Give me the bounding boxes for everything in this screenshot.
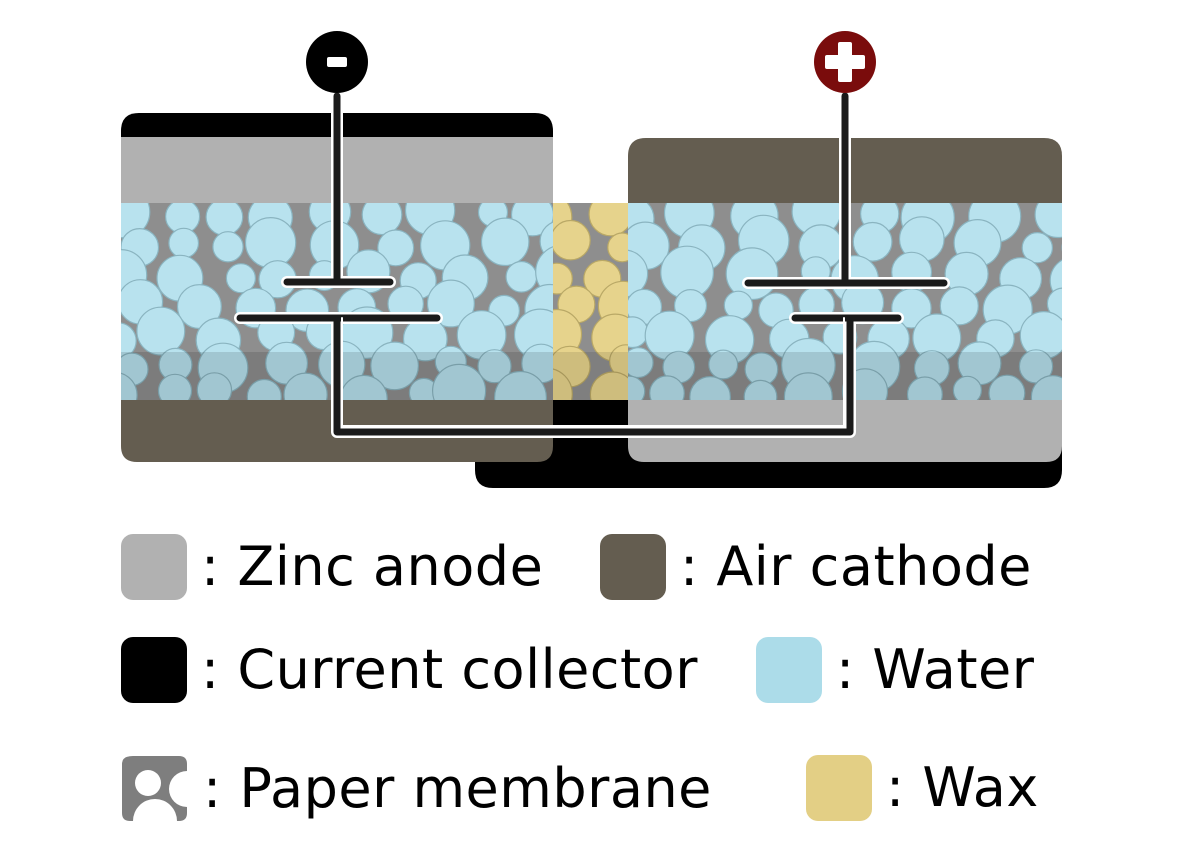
- water-droplet: [283, 372, 328, 400]
- wax-droplet: [553, 262, 573, 295]
- water-droplet: [1030, 375, 1062, 400]
- water-droplet: [939, 286, 979, 326]
- water-droplet: [689, 376, 731, 400]
- water-droplet: [432, 363, 487, 400]
- wax-droplet: [553, 368, 573, 400]
- water-droplet: [673, 289, 708, 323]
- water-droplet: [246, 378, 282, 400]
- water-droplet: [121, 372, 138, 400]
- plus-icon-vertical: [838, 42, 852, 82]
- water-droplet: [628, 347, 654, 379]
- water-droplet: [477, 349, 512, 384]
- water-droplet: [1046, 287, 1062, 320]
- water-droplet: [852, 221, 893, 262]
- water-droplet: [708, 349, 739, 380]
- water-droplet: [377, 229, 415, 267]
- water-droplet: [1061, 243, 1062, 252]
- water-droplet: [244, 216, 297, 269]
- wire-bottom-connection: [333, 314, 854, 436]
- water-droplet: [649, 375, 685, 400]
- wax-droplet: [588, 203, 628, 237]
- water-droplet: [1021, 231, 1054, 264]
- water-droplet: [212, 231, 244, 263]
- water-droplet: [225, 263, 256, 294]
- wax-droplet: [589, 371, 628, 400]
- water-droplet: [205, 203, 244, 236]
- water-droplet: [1034, 203, 1062, 239]
- water-droplet: [952, 375, 982, 400]
- water-droplet: [988, 374, 1026, 400]
- water-droplet: [628, 375, 646, 400]
- water-droplet: [136, 306, 186, 356]
- water-droplet: [906, 376, 943, 400]
- water-droplet: [168, 227, 200, 259]
- water-droplet: [121, 322, 137, 360]
- positive-terminal: [814, 31, 876, 93]
- water-droplet: [783, 372, 833, 400]
- water-droplet: [361, 203, 403, 236]
- water-droplet: [196, 372, 233, 400]
- negative-terminal: [306, 31, 368, 93]
- minus-icon: [327, 57, 347, 67]
- wax-region: [553, 203, 628, 400]
- water-droplet: [505, 260, 538, 293]
- wax-droplet: [553, 219, 591, 261]
- water-droplet: [494, 370, 547, 400]
- water-droplet: [743, 379, 778, 400]
- water-droplet: [157, 373, 193, 400]
- circuit-wires: [234, 90, 950, 438]
- water-droplet: [370, 341, 420, 391]
- wax-droplet: [607, 232, 628, 263]
- water-droplet: [480, 217, 530, 267]
- water-droplet: [628, 249, 649, 298]
